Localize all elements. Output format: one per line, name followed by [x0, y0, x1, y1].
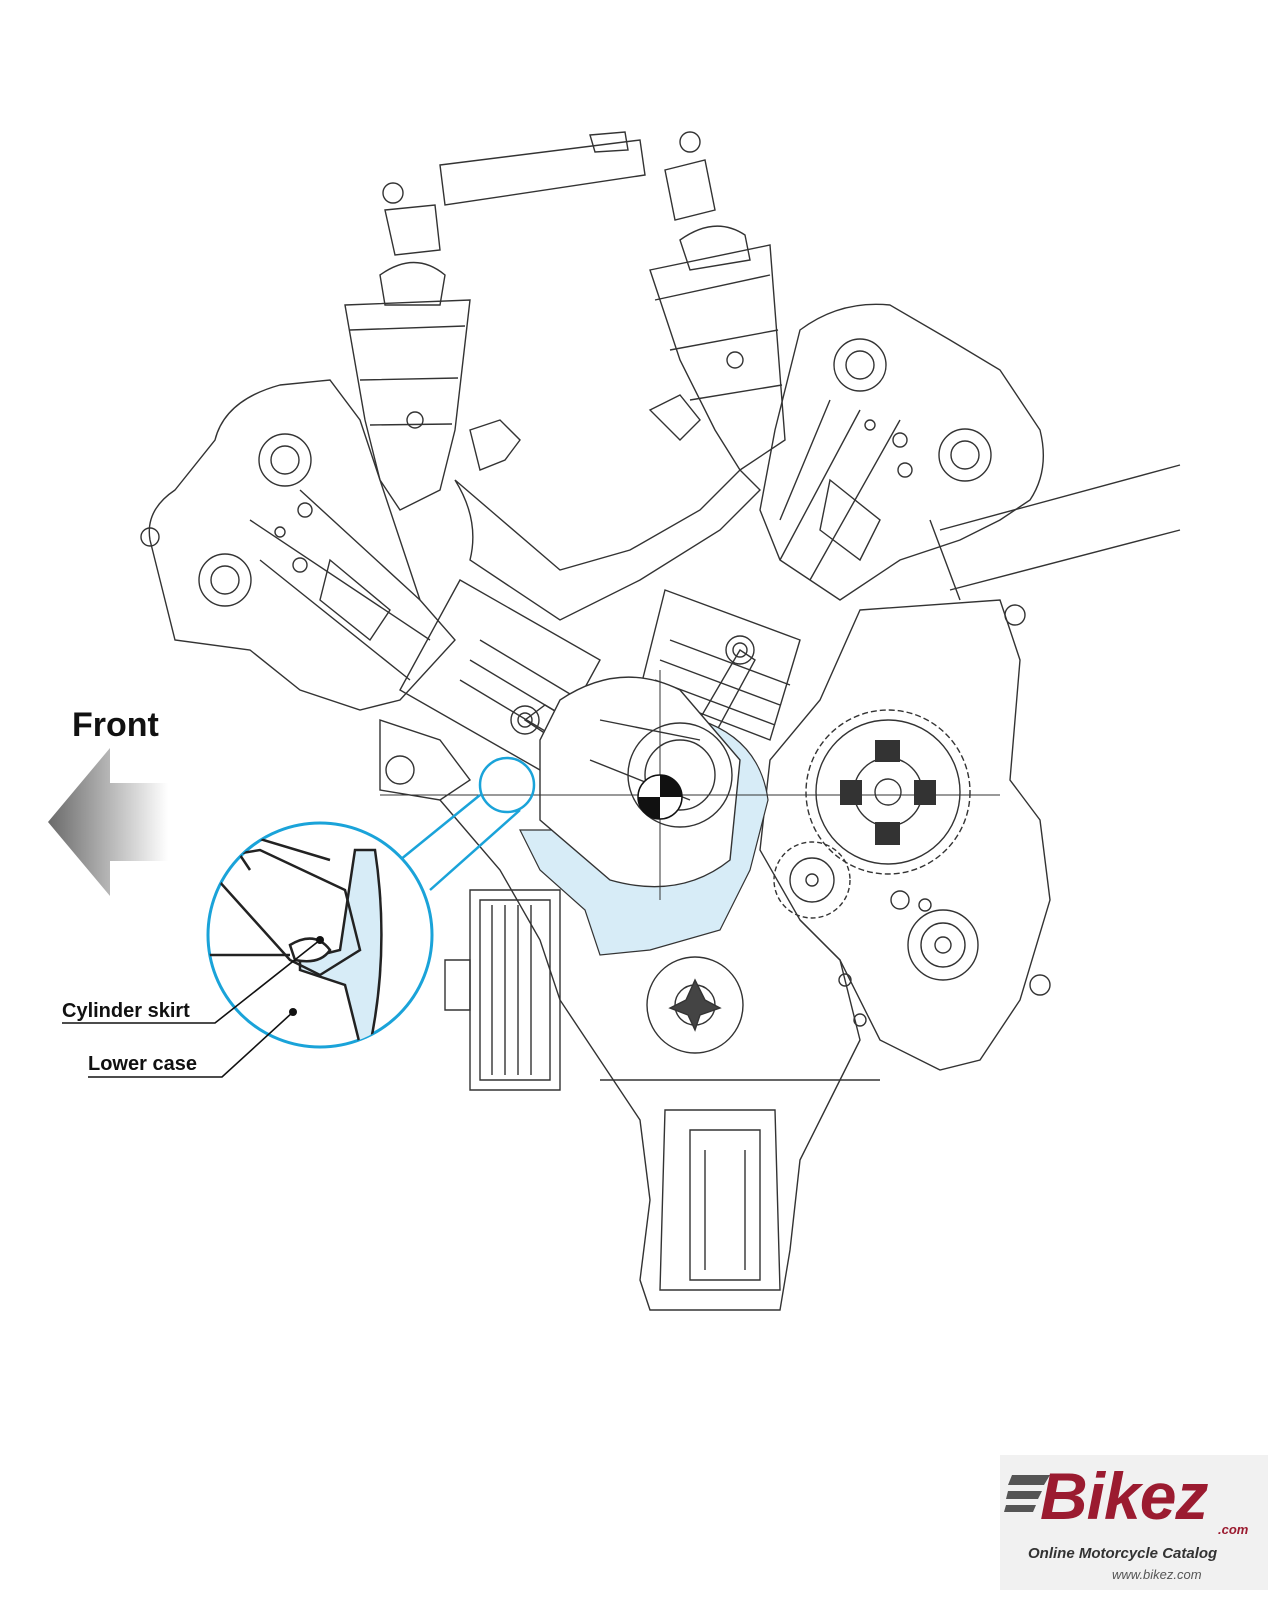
intake-throttle-bodies: [344, 131, 786, 621]
bikez-brand: Bikez: [1040, 1459, 1208, 1533]
crank-center-mark: [637, 774, 683, 820]
left-cylinder-head: [140, 379, 456, 711]
bikez-wing-icon: [1004, 1475, 1050, 1512]
crankcase: [379, 599, 1051, 1311]
bikez-url: www.bikez.com: [1112, 1567, 1202, 1582]
bikez-logo: Bikez .com Online Motorcycle Catalog www…: [1000, 1455, 1268, 1590]
cylinder-skirt-label: Cylinder skirt: [62, 1000, 190, 1022]
crankshaft: [380, 670, 1000, 900]
label-leaders: [62, 939, 321, 1078]
bikez-tagline: Online Motorcycle Catalog: [1028, 1545, 1218, 1562]
front-arrow-icon: [48, 748, 168, 896]
gears: [646, 604, 1051, 1054]
lower-case-label: Lower case: [88, 1053, 197, 1075]
right-cylinder-head: [759, 303, 1181, 601]
front-label: Front: [72, 706, 159, 744]
skirt-detail-callout: [206, 756, 536, 1049]
cylinders-pistons: [399, 579, 801, 791]
bikez-dotcom: .com: [1218, 1522, 1249, 1537]
